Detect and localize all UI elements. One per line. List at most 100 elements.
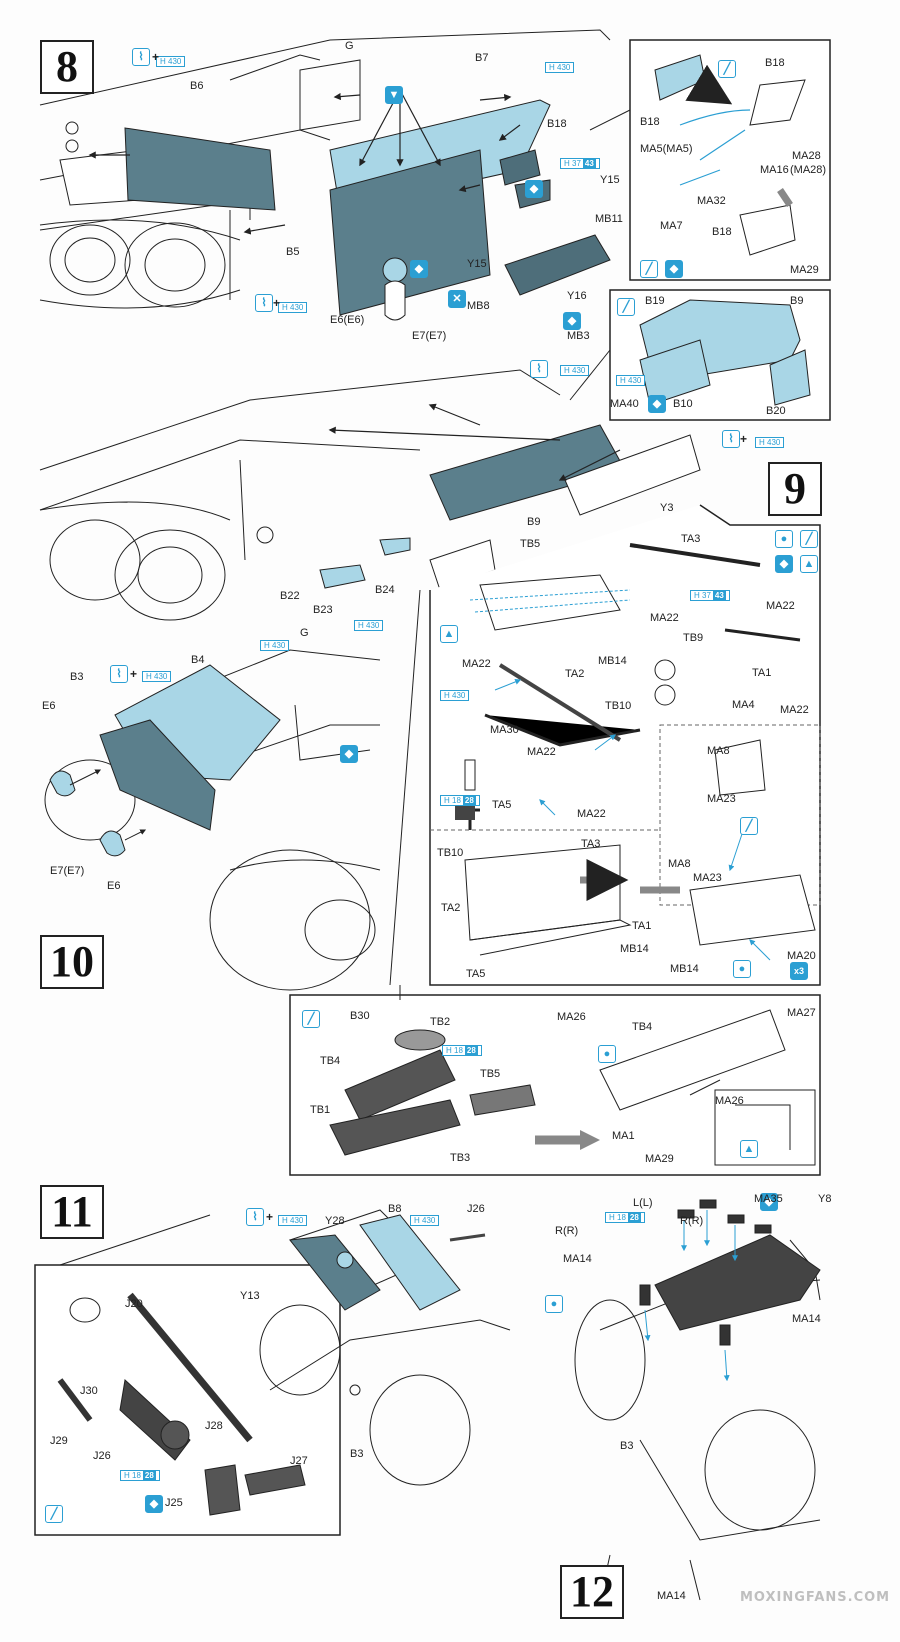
paint-code-h430: H 430	[142, 671, 172, 682]
part-e6-left	[49, 770, 76, 797]
paint-code-h430: H 430	[440, 690, 470, 701]
part-b3-front	[99, 719, 216, 831]
part-b23	[319, 564, 366, 589]
label-ma14: MA14	[563, 1253, 592, 1265]
label-b22: B22	[280, 590, 300, 602]
label-e6e6: E6(E6)	[330, 314, 365, 326]
label-ma7: MA7	[660, 220, 683, 232]
label-b3: B3	[70, 671, 84, 683]
drill-icon: ◆	[525, 180, 543, 198]
part-tracks	[654, 1234, 821, 1331]
label-e7e7: E7(E7)	[50, 865, 85, 877]
label-y15: Y15	[600, 174, 620, 186]
paint-code-h430: H 430	[560, 365, 590, 376]
label-ma30: MA30	[490, 724, 519, 736]
label-ma28-alt: (MA28)	[790, 164, 827, 176]
label-ma16: MA16	[760, 164, 789, 176]
glue-icon: ⌇	[722, 430, 740, 448]
label-mb14: MB14	[670, 963, 699, 975]
step9-hull	[39, 369, 561, 621]
drill-icon: ✕	[448, 290, 466, 308]
step-number-12: 12	[560, 1565, 624, 1619]
label-j29: J29	[50, 1435, 68, 1447]
step-number-8: 8	[40, 40, 94, 94]
paint-brush-icon: ╱	[800, 530, 818, 548]
paint-brush-icon: ╱	[617, 298, 635, 316]
label-ma14: MA14	[657, 1590, 686, 1602]
bend-icon: ▲	[800, 555, 818, 573]
label-b3: B3	[350, 1448, 364, 1460]
label-b3: B3	[620, 1440, 634, 1452]
label-b8: B8	[388, 1203, 402, 1215]
label-b9: B9	[527, 516, 541, 528]
label-b4: B4	[191, 654, 205, 666]
part-y16	[504, 234, 611, 296]
label-ma4: MA4	[732, 699, 755, 711]
label-b30: B30	[350, 1010, 370, 1022]
glue-icon: ⌇	[246, 1208, 264, 1226]
label-g: G	[300, 627, 309, 639]
label-mb8: MB8	[467, 300, 490, 312]
label-tb4: TB4	[632, 1021, 653, 1033]
label-ma20: MA20	[787, 950, 816, 962]
label-b18: B18	[765, 57, 785, 69]
label-ma28: MA28	[792, 150, 821, 162]
glue-icon: ⌇	[110, 665, 128, 683]
label-b18: B18	[712, 226, 732, 238]
label-b18: B18	[547, 118, 567, 130]
label-y13: Y13	[240, 1290, 260, 1302]
drill-icon: ◆	[775, 555, 793, 573]
label-ma22: MA22	[766, 600, 795, 612]
label-j30: J30	[80, 1385, 98, 1397]
label-b23: B23	[313, 604, 333, 616]
label-ma5: MA5(MA5)	[640, 143, 693, 155]
label-j26: J26	[93, 1450, 111, 1462]
label-mb11: MB11	[595, 213, 623, 225]
paint-code-h430: H 430	[156, 56, 186, 67]
watermark: MOXINGFANS.COM	[740, 1590, 891, 1605]
label-g: G	[345, 40, 354, 52]
paint-code-h430: H 430	[278, 1215, 308, 1226]
paint-brush-icon: ╱	[302, 1010, 320, 1028]
water-drop-icon: ●	[775, 530, 793, 548]
label-ma8: MA8	[707, 745, 730, 757]
label-ma23: MA23	[693, 872, 722, 884]
label-ma35: MA35	[754, 1193, 783, 1205]
label-b18: B18	[640, 116, 660, 128]
label-tb10: TB10	[437, 847, 464, 859]
label-e6: E6	[107, 880, 121, 892]
label-r: R(R)	[555, 1225, 579, 1237]
paint-code-h430: H 430	[278, 302, 308, 313]
label-l: L(L)	[633, 1197, 653, 1209]
paint-code-h430: H 430	[755, 437, 785, 448]
paint-code-h430: H 430	[410, 1215, 440, 1226]
label-ma22: MA22	[780, 704, 809, 716]
label-tb5: TB5	[480, 1068, 501, 1080]
label-ma26: MA26	[557, 1011, 586, 1023]
label-tb1: TB1	[310, 1104, 331, 1116]
label-y16: Y16	[567, 290, 587, 302]
label-j20: J20	[125, 1298, 143, 1310]
label-ta3: TA3	[681, 533, 701, 545]
label-b19: B19	[645, 295, 665, 307]
label-j25: J25	[165, 1497, 183, 1509]
label-y3: Y3	[660, 502, 674, 514]
cement-icon: ▼	[385, 86, 403, 104]
label-ta1: TA1	[752, 667, 772, 679]
paint-code-h430: H 430	[354, 620, 384, 631]
label-e7e7: E7(E7)	[412, 330, 447, 342]
paint-brush-icon: ╱	[45, 1505, 63, 1523]
part-b8	[359, 1214, 461, 1311]
step-number-9: 9	[768, 462, 822, 516]
count-x3-icon: x3	[790, 962, 808, 980]
paint-brush-icon: ╱	[718, 60, 736, 78]
glue-icon: ⌇	[132, 48, 150, 66]
label-ma1: MA1	[612, 1130, 635, 1142]
label-tb10: TB10	[605, 700, 632, 712]
label-tb9: TB9	[683, 632, 704, 644]
